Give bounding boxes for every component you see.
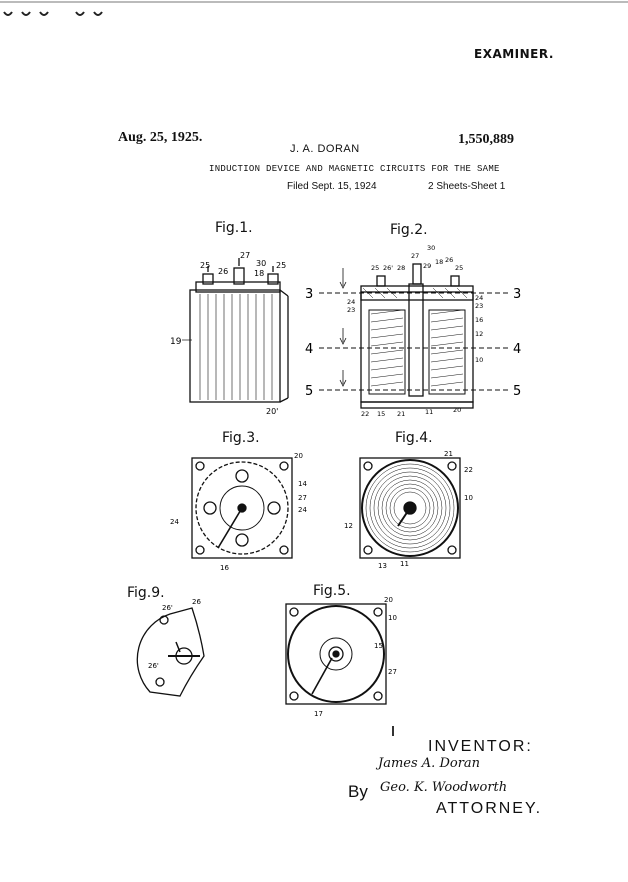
- fig9-ref-26p-b: 26': [148, 662, 159, 670]
- patent-title: INDUCTION DEVICE AND MAGNETIC CIRCUITS F…: [209, 164, 500, 174]
- fig2-label: Fig.2.: [390, 222, 428, 238]
- fig2-ref-26p: 26': [383, 264, 393, 272]
- fig2-ref-24b: 24: [475, 294, 483, 302]
- fig2-section-4-right: 4: [513, 342, 521, 357]
- fig2-ref-23a: 23: [347, 306, 355, 314]
- fig2-ref-27: 27: [411, 252, 419, 260]
- fig5-label: Fig.5.: [313, 583, 351, 599]
- inventor-name: J. A. DORAN: [290, 143, 360, 155]
- fig1-ref-25b: 25: [276, 261, 286, 270]
- fig1-ref-27: 27: [240, 251, 250, 260]
- fig2-ref-23b: 23: [475, 302, 483, 310]
- fig3-drawing: 20 14 27 24 24 16: [170, 452, 307, 572]
- fig4-drawing: 21 22 10 12 13 11: [344, 450, 473, 570]
- fig4-label: Fig.4.: [395, 430, 433, 446]
- fig1-ref-19: 19: [170, 337, 182, 347]
- fig1-label: Fig.1.: [215, 220, 253, 236]
- fig9-drawing: 26' 26 26': [136, 598, 205, 697]
- fig4-ref-12: 12: [344, 522, 353, 530]
- fig4-ref-21: 21: [444, 450, 453, 458]
- inventor-label: INVENTOR:: [428, 738, 533, 755]
- fig5-drawing: 20 10 15 27 17: [285, 596, 397, 718]
- margin-mark: [392, 726, 394, 736]
- fig2-section-4-left: 4: [305, 342, 313, 357]
- fig5-ref-20: 20: [384, 596, 393, 604]
- fig1-ref-20: 20': [266, 407, 278, 416]
- fig3-ref-16: 16: [220, 564, 229, 572]
- fig2-ref-20: 20: [453, 406, 461, 414]
- fig3-ref-24a: 24: [170, 518, 179, 526]
- fig5-ref-15: 15: [374, 642, 383, 650]
- fig2-ref-21: 21: [397, 410, 405, 418]
- fig4-ref-11: 11: [400, 560, 409, 568]
- attorney-label: ATTORNEY.: [436, 800, 543, 817]
- fig3-ref-27: 27: [298, 494, 307, 502]
- fig5-ref-10: 10: [388, 614, 397, 622]
- patent-number: 1,550,889: [458, 132, 514, 147]
- fig5-ref-27: 27: [388, 668, 397, 676]
- fig2-section-5-right: 5: [513, 384, 521, 399]
- fig2-ref-28: 28: [397, 264, 405, 272]
- fig2-ref-16: 16: [475, 316, 483, 324]
- fig1-ref-25a: 25: [200, 261, 210, 270]
- fig4-ref-22: 22: [464, 466, 473, 474]
- fig2-ref-24a: 24: [347, 298, 355, 306]
- fig9-ref-26: 26: [192, 598, 201, 606]
- fig2-ref-25b: 25: [455, 264, 463, 272]
- fig2-ref-12: 12: [475, 330, 483, 338]
- fig3-ref-20: 20: [294, 452, 303, 460]
- fig2-ref-29: 29: [423, 262, 431, 270]
- fig2-ref-11: 11: [425, 408, 433, 416]
- fig2-ref-15: 15: [377, 410, 385, 418]
- fig2-section-5-left: 5: [305, 384, 313, 399]
- fig1-ref-18: 18: [254, 269, 264, 278]
- fig2-drawing: 3 4 5 3 4 5 25 26' 28 27 29 18 26 25 30 …: [305, 244, 521, 418]
- fig4-ref-10: 10: [464, 494, 473, 502]
- fig2-section-3-left: 3: [305, 287, 313, 302]
- fig2-ref-22: 22: [361, 410, 369, 418]
- fig2-section-3-right: 3: [513, 287, 521, 302]
- fig1-ref-30: 30: [256, 259, 266, 268]
- fig1-ref-26: 26: [218, 267, 228, 276]
- sheet-count: 2 Sheets-Sheet 1: [428, 181, 506, 192]
- fig5-ref-17: 17: [314, 710, 323, 718]
- patent-date: Aug. 25, 1925.: [118, 130, 203, 145]
- fig3-ref-24b: 24: [298, 506, 307, 514]
- fig9-label: Fig.9.: [127, 585, 165, 601]
- fig3-label: Fig.3.: [222, 430, 260, 446]
- fig2-ref-26: 26: [445, 256, 453, 264]
- fig1-drawing: 25 26 27 30 18 25 19 20': [170, 251, 289, 416]
- fig2-ref-10: 10: [475, 356, 483, 364]
- fig2-ref-18: 18: [435, 258, 443, 266]
- fig3-ref-14: 14: [298, 480, 307, 488]
- attorney-signature: Geo. K. Woodworth: [380, 780, 508, 795]
- fig4-ref-13: 13: [378, 562, 387, 570]
- by-label: By: [348, 782, 368, 801]
- top-edge-marks-svg: [0, 1, 628, 16]
- fig2-ref-30: 30: [427, 244, 435, 252]
- examiner-stamp: EXAMINER.: [474, 47, 554, 61]
- top-edge-marks: [0, 0, 628, 22]
- fig9-ref-26p-a: 26': [162, 604, 173, 612]
- filed-date: Filed Sept. 15, 1924: [287, 181, 377, 192]
- fig2-ref-25a: 25: [371, 264, 379, 272]
- inventor-signature: James A. Doran: [378, 756, 481, 771]
